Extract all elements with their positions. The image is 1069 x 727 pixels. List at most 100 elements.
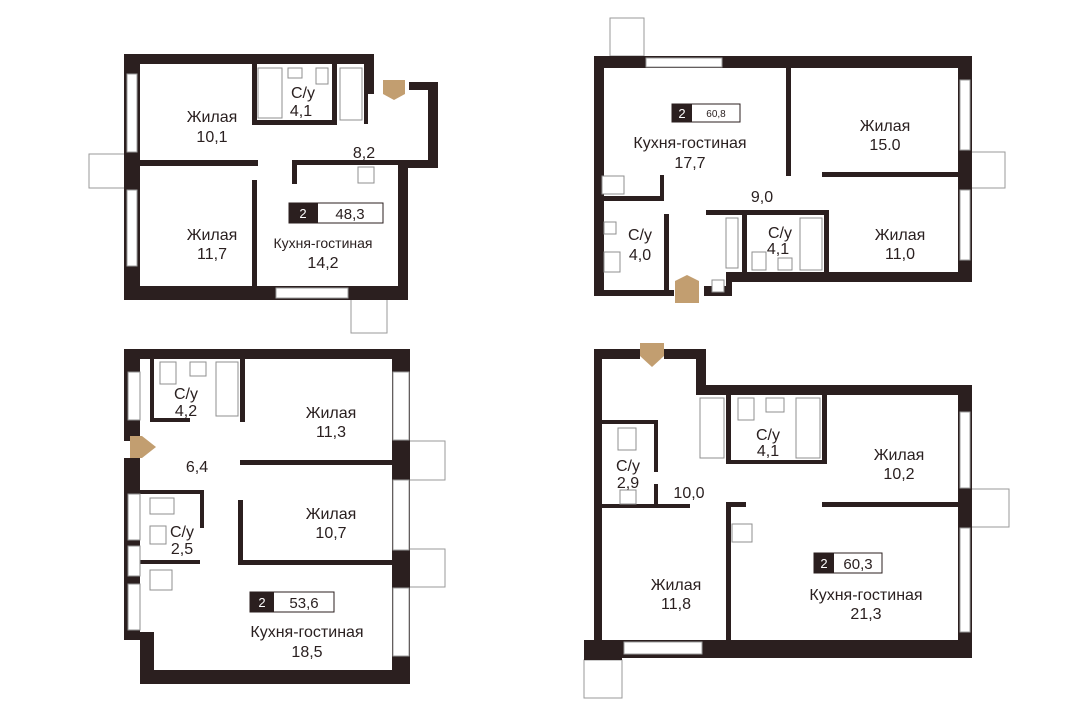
toilet-icon bbox=[149, 497, 175, 515]
room-name: Жилая bbox=[875, 227, 926, 244]
wall-north bbox=[664, 349, 706, 359]
room-area: 10,1 bbox=[196, 129, 227, 146]
toilet-icon bbox=[737, 397, 755, 421]
wall-inner bbox=[726, 502, 731, 640]
shaft-icon bbox=[127, 545, 141, 577]
area-badge: 2 60,3 bbox=[813, 552, 883, 574]
room-name: С/у bbox=[628, 227, 652, 244]
room-name: Кухня-гостиная bbox=[250, 624, 363, 641]
wall-inner bbox=[786, 68, 791, 176]
window bbox=[275, 287, 349, 299]
wall-inner bbox=[240, 460, 392, 465]
wall-inner bbox=[822, 172, 958, 177]
area-badge: 2 48,3 bbox=[288, 202, 384, 224]
entrance-icon[interactable] bbox=[383, 80, 405, 100]
room-area: 4,1 bbox=[767, 241, 789, 258]
badge-area: 60,8 bbox=[706, 109, 726, 120]
room-area: 11,8 bbox=[661, 596, 691, 613]
wall-north-step bbox=[364, 54, 374, 94]
wall-inner bbox=[660, 175, 664, 201]
toilet-icon bbox=[315, 67, 329, 85]
badge-rooms: 2 bbox=[299, 206, 306, 221]
wall-south bbox=[594, 290, 674, 296]
badge-area: 53,6 bbox=[289, 595, 318, 612]
room-name: С/у bbox=[616, 458, 640, 475]
window bbox=[623, 641, 703, 655]
ac-unit-north bbox=[609, 17, 645, 57]
room-name: С/у bbox=[768, 225, 792, 242]
room-area: 2,5 bbox=[171, 541, 193, 558]
shaft-icon bbox=[711, 279, 725, 293]
ac-unit-south bbox=[350, 295, 388, 334]
entrance-icon[interactable] bbox=[675, 275, 699, 303]
wall-west bbox=[594, 349, 602, 659]
room-name: Кухня-гостиная bbox=[273, 235, 372, 251]
window bbox=[392, 479, 410, 551]
wall-inner bbox=[602, 420, 658, 424]
wall-north bbox=[124, 54, 374, 64]
kitchen-sink-icon bbox=[149, 569, 173, 591]
plan-top-left[interactable]: Жилая 10,1 С/у 4,1 8,2 Жилая 11,7 Кухня-… bbox=[88, 54, 438, 334]
wall-inner bbox=[200, 490, 204, 528]
window bbox=[126, 189, 138, 267]
sink-icon bbox=[287, 67, 303, 79]
washer-icon bbox=[339, 67, 363, 121]
wall-inner bbox=[822, 395, 827, 464]
entrance-icon[interactable] bbox=[640, 343, 664, 367]
room-name: С/у bbox=[170, 524, 194, 541]
wall-south bbox=[726, 272, 732, 296]
wall-inner bbox=[654, 420, 658, 472]
room-area: 10,2 bbox=[883, 466, 914, 483]
bathtub-icon bbox=[215, 361, 239, 417]
room-area: 8,2 bbox=[353, 145, 375, 162]
room-area: 4,1 bbox=[757, 443, 779, 460]
toilet-icon bbox=[617, 427, 637, 451]
room-area: 15.0 bbox=[869, 137, 900, 154]
entrance-icon[interactable] bbox=[130, 436, 156, 458]
room-name: Жилая bbox=[187, 109, 238, 126]
window bbox=[959, 527, 971, 633]
room-name: Жилая bbox=[860, 118, 911, 135]
wall-inner bbox=[604, 196, 664, 201]
plan-top-right[interactable]: Кухня-гостиная 17,7 Жилая 15.0 9,0 С/у 4… bbox=[594, 17, 1006, 303]
plan-bottom-right[interactable]: С/у 2,9 С/у 4,1 Жилая 10,2 10,0 Жилая 11… bbox=[583, 343, 1010, 699]
plan-bottom-left[interactable]: С/у 4,2 Жилая 11,3 6,4 С/у 2,5 Жилая 10,… bbox=[124, 349, 446, 684]
ac-unit-south bbox=[583, 659, 623, 699]
room-name: Кухня-гостиная bbox=[809, 587, 922, 604]
room-name: Жилая bbox=[306, 405, 357, 422]
wall-west bbox=[594, 56, 604, 296]
toilet-icon bbox=[603, 251, 621, 273]
window bbox=[392, 371, 410, 441]
window bbox=[645, 57, 723, 68]
badge-rooms: 2 bbox=[820, 556, 827, 571]
washer-icon bbox=[699, 397, 725, 459]
room-area: 10,0 bbox=[673, 485, 704, 502]
sink-icon bbox=[765, 397, 785, 413]
wall-inner bbox=[140, 490, 204, 494]
wall-entry-south bbox=[398, 160, 438, 168]
wall-north bbox=[696, 385, 972, 395]
ac-unit-east bbox=[970, 488, 1010, 528]
window bbox=[959, 79, 971, 151]
wall-inner bbox=[664, 214, 669, 296]
cabinet-icon bbox=[127, 583, 141, 631]
wall-inner bbox=[140, 560, 200, 564]
wall-inner bbox=[706, 210, 826, 215]
room-area: 18,5 bbox=[291, 644, 322, 661]
wall-north bbox=[594, 349, 640, 359]
wall-inner bbox=[292, 160, 398, 165]
badge-area: 48,3 bbox=[335, 206, 364, 223]
bathtub-icon bbox=[795, 397, 821, 459]
area-badge: 2 53,6 bbox=[249, 591, 335, 613]
window bbox=[959, 189, 971, 261]
wall-inner bbox=[240, 359, 245, 422]
ac-unit-east bbox=[970, 151, 1006, 189]
room-name: Жилая bbox=[651, 577, 702, 594]
kitchen-sink-icon bbox=[601, 175, 625, 195]
window bbox=[959, 411, 971, 489]
wall-inner bbox=[252, 180, 257, 286]
room-name: Жилая bbox=[187, 227, 238, 244]
wall-inner bbox=[150, 359, 154, 421]
room-area: 10,7 bbox=[315, 525, 346, 542]
room-name: С/у bbox=[756, 427, 780, 444]
